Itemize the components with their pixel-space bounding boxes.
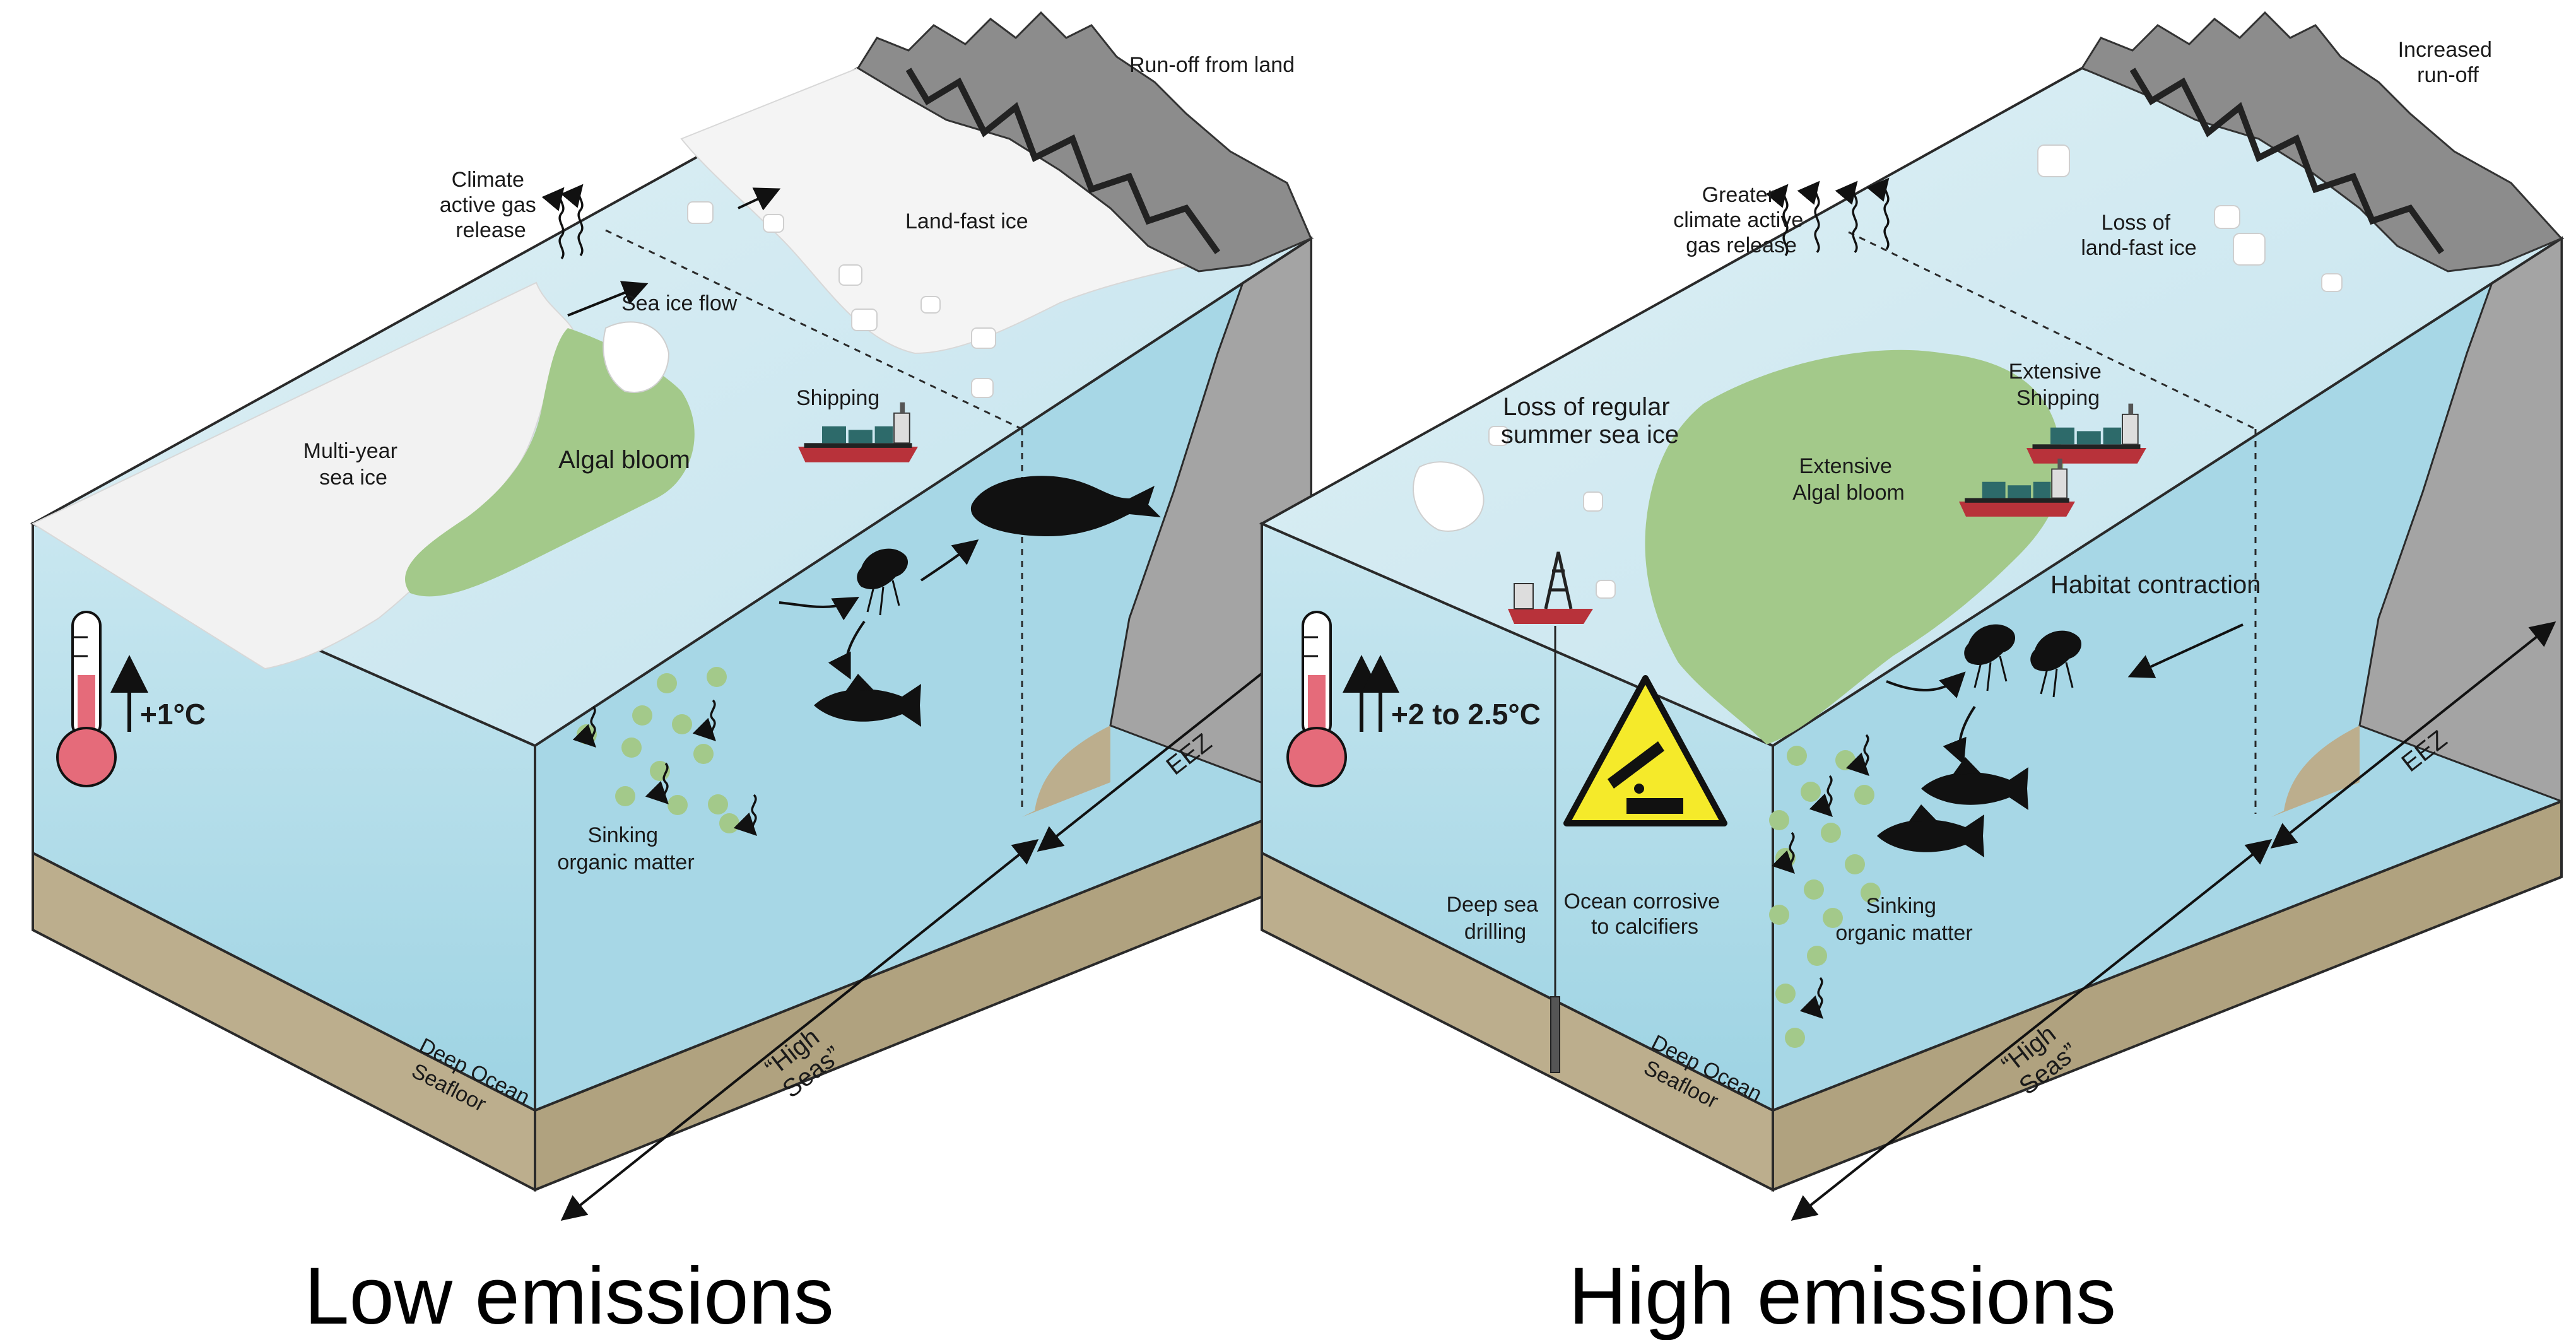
gas-label: Climate active gas release	[440, 168, 543, 242]
temperature-label: +1°C	[140, 698, 206, 731]
runoff-label: Run-off from land	[1129, 53, 1295, 77]
sea-ice-flow-label: Sea ice flow	[621, 291, 738, 315]
gas-label: Greater climate active gas release	[1673, 183, 1809, 257]
land-fast-ice-label: Land-fast ice	[905, 209, 1028, 233]
runoff-label: Increased run-off	[2398, 38, 2498, 87]
high-emissions-block: +2 to 2.5°C Greater climate active gas r…	[1262, 13, 2561, 1218]
sea-ice-loss-label: Loss of regular summer sea ice	[1501, 393, 1679, 449]
algal-bloom-label: Algal bloom	[558, 446, 690, 474]
panel-title-high: High emissions	[1568, 1251, 2116, 1340]
low-emissions-block: +1°C Climate active gas release Sea ice …	[33, 13, 1315, 1218]
temperature-label: +2 to 2.5°C	[1391, 698, 1541, 731]
shipping-label: Shipping	[796, 386, 879, 410]
panel-title-low: Low emissions	[304, 1251, 833, 1340]
habitat-label: Habitat contraction	[2050, 571, 2261, 599]
